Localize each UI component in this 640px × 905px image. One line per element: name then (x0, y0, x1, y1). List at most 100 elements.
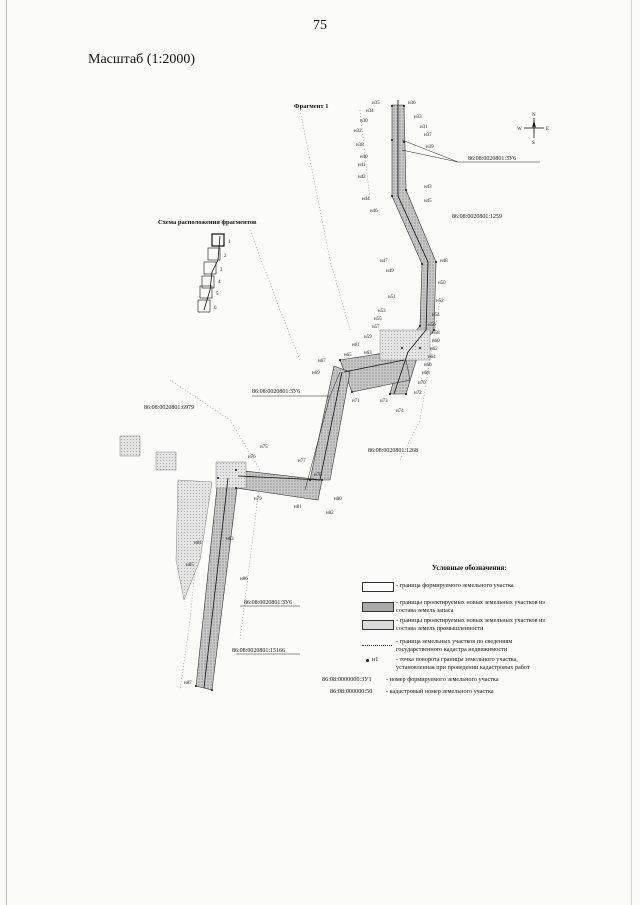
point-label: н77 (298, 459, 306, 464)
inset-number: 4 (218, 280, 221, 285)
point-label: н84 (194, 541, 202, 546)
point-label: н39 (426, 145, 434, 150)
point-label: н82 (326, 511, 334, 516)
point-label: н78 (314, 473, 322, 478)
point-labels: н35 н36 н34 н33 н30 н31 н32 н37 н38 н39 … (184, 101, 448, 686)
point-label: н70 (418, 381, 426, 386)
page-number: 75 (313, 18, 327, 33)
legend-item: - границы проектируемых новых земельных … (396, 599, 545, 614)
parcel-boundary (203, 100, 429, 689)
point-label: н66 (424, 363, 432, 368)
point-label: н56 (428, 323, 436, 328)
legend-item: - кадастровый номер земельного участка (386, 688, 494, 695)
page-edge-right (631, 0, 632, 905)
inset-title: Схема расположения фрагментов (158, 219, 257, 226)
point-label: н80 (334, 497, 342, 502)
point-label: н62 (430, 347, 438, 352)
point-label: н57 (372, 325, 380, 330)
legend-symbol-plain (362, 582, 394, 592)
legend-symbol-hatch-light (362, 620, 394, 630)
scale-label: Масштаб (1:2000) (88, 52, 195, 67)
cadastral-label: 86:08:0020801:ЗУ6 (244, 600, 292, 606)
point-label: н33 (414, 115, 422, 120)
svg-text:S: S (532, 141, 535, 146)
point-label: н64 (428, 355, 436, 360)
point-label: н53 (378, 309, 386, 314)
legend-symbol-dotted (362, 645, 392, 646)
point-label: н32 (354, 129, 362, 134)
point-label: н49 (386, 269, 394, 274)
cadastral-label: 86:08:0020801:ЗУ6 (252, 389, 300, 395)
point-label: н31 (420, 125, 428, 130)
point-label: н34 (366, 109, 374, 114)
point-label: н75 (260, 445, 268, 450)
point-label: н41 (358, 163, 366, 168)
point-label: н48 (440, 259, 448, 264)
leader-lines (236, 139, 540, 655)
inset-schema: Схема расположения фрагментов 1 2 3 4 5 … (158, 219, 257, 313)
fragment-title: Фрагмент 1 (294, 103, 328, 110)
legend-marker: 86:08:000000:50 (330, 688, 373, 695)
point-label: н72 (414, 391, 422, 396)
inset-number: 6 (214, 306, 217, 311)
cadastral-label: 86:08:0020801:1259 (452, 214, 502, 220)
point-label: н38 (356, 143, 364, 148)
point-label: н46 (370, 209, 378, 214)
inset-number: 1 (228, 240, 231, 245)
legend-item: - граница формируемого земельного участк… (396, 582, 514, 589)
corridor-strip (195, 104, 437, 691)
point-label: н58 (432, 331, 440, 336)
point-label: н86 (240, 577, 248, 582)
point-label: н68 (422, 371, 430, 376)
point-label: н35 (372, 101, 380, 106)
legend-item: - номер формируемого земельного участка (386, 676, 499, 683)
legend-item: - границы проектируемых новых земельных … (396, 617, 545, 632)
point-label: н30 (360, 119, 368, 124)
cadastral-label: 86:08:0020801:15166 (232, 648, 285, 654)
point-label: н67 (318, 359, 326, 364)
point-label: н73 (380, 399, 388, 404)
svg-text:E: E (546, 127, 549, 132)
cadastral-label: 86:08:0020801:6979 (144, 405, 194, 411)
compass-icon: N S W E (517, 113, 549, 146)
svg-text:N: N (532, 113, 536, 118)
point-label: н79 (254, 497, 262, 502)
legend-item: - точка поворота границы земельного учас… (396, 656, 530, 671)
inset-number: 2 (224, 254, 227, 259)
point-label: н61 (352, 343, 360, 348)
point-label: н50 (438, 281, 446, 286)
point-label: н40 (360, 155, 368, 160)
legend-marker: н1 (372, 656, 379, 663)
point-label: н54 (432, 313, 440, 318)
point-label: н51 (388, 295, 396, 300)
turning-points (195, 105, 437, 691)
point-label: н37 (424, 133, 432, 138)
legend-symbol-hatch-dark (362, 602, 394, 612)
industrial-strip (119, 329, 431, 601)
cadastral-label: 86:08:0020801:1268 (368, 448, 418, 454)
point-label: н83 (226, 537, 234, 542)
point-label: н85 (186, 563, 194, 568)
point-label: н60 (432, 339, 440, 344)
point-label: н36 (408, 101, 416, 106)
cadastral-label: 86:08:0020801:ЗУ6 (468, 156, 516, 162)
point-label: н59 (364, 335, 372, 340)
point-label: н52 (436, 299, 444, 304)
point-label: н74 (396, 409, 404, 414)
inset-number: 3 (220, 268, 223, 273)
inset-number: 5 (216, 292, 219, 297)
point-label: н43 (424, 185, 432, 190)
point-label: н87 (184, 681, 192, 686)
point-label: н55 (374, 317, 382, 322)
point-label: н76 (248, 455, 256, 460)
legend-symbol-point (366, 659, 369, 662)
point-label: н63 (364, 351, 372, 356)
svg-text:W: W (517, 127, 522, 132)
point-label: н42 (358, 175, 366, 180)
point-label: н44 (362, 197, 370, 202)
point-label: н71 (352, 399, 360, 404)
point-label: н65 (344, 353, 352, 358)
cadastral-labels: 86:08:0020801:ЗУ6 86:08:0020801:1259 86:… (144, 156, 516, 654)
legend-title: Условные обозначения: (432, 564, 507, 572)
